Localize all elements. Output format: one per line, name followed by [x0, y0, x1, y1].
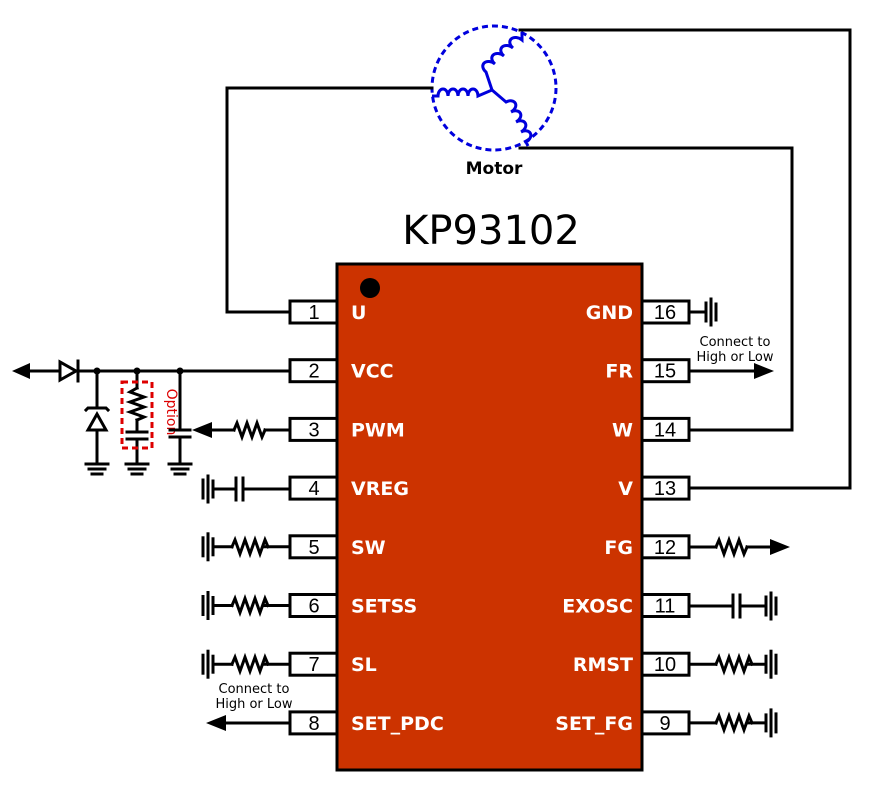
- wire-v: [518, 28, 852, 490]
- pin-number-8: 8: [308, 713, 319, 735]
- pin-label-4: VREG: [351, 478, 409, 500]
- motor-outline: [430, 24, 558, 152]
- pdc-arrow: [206, 715, 226, 731]
- chip-pins: 1 U 2 VCC 3 PWM 4 VREG 5 SW 6 SETSS 7 SL 8 SET_PDC 16 GND…: [288, 299, 691, 736]
- pin-number-7: 7: [308, 654, 319, 676]
- pin-label-10: RMST: [573, 654, 633, 676]
- pin-number-14: 14: [654, 419, 676, 441]
- wire-u: [225, 86, 434, 314]
- pin-label-5: SW: [351, 537, 386, 559]
- rmst-resistor-ground: [688, 649, 778, 679]
- pin-label-1: U: [351, 302, 366, 324]
- pin-number-2: 2: [308, 361, 319, 383]
- pin-label-16: GND: [586, 302, 633, 324]
- vcc-network: Option: [12, 359, 292, 476]
- pin-number-12: 12: [654, 537, 676, 559]
- motor-coil-u: [432, 87, 493, 99]
- sw-resistor-ground: [201, 532, 292, 562]
- pin-number-4: 4: [308, 478, 319, 500]
- pin-number-9: 9: [659, 713, 670, 735]
- pwm-resistor: [232, 418, 267, 442]
- pin-number-3: 3: [308, 419, 319, 441]
- wire-w: [518, 146, 794, 432]
- ground-symbol: [167, 462, 193, 476]
- pwm-arrow: [192, 422, 212, 438]
- fr-arrow: [754, 363, 774, 379]
- ground-symbol: [124, 462, 150, 476]
- pin-label-8: SET_PDC: [351, 713, 444, 735]
- resistor-ground-networks: [201, 532, 778, 738]
- exosc-cap: [688, 591, 778, 621]
- pin-number-6: 6: [308, 596, 319, 618]
- motor-coil-v: [491, 88, 533, 147]
- pin-label-3: PWM: [351, 419, 405, 441]
- pin-number-15: 15: [654, 361, 676, 383]
- fg-arrow: [770, 539, 790, 555]
- sl-resistor-ground: [201, 649, 292, 679]
- vcc-diode: [58, 359, 80, 383]
- pin-number-13: 13: [654, 478, 676, 500]
- pdc-output: Connect to High or Low: [206, 682, 293, 731]
- pin-label-2: VCC: [351, 361, 394, 383]
- ground-symbol: [84, 462, 110, 476]
- setfg-resistor-ground: [688, 708, 778, 738]
- pin1-dot: [360, 278, 380, 298]
- pin-label-13: V: [618, 478, 633, 500]
- motor: Motor: [430, 24, 558, 179]
- chip-title: KP93102: [402, 208, 580, 254]
- pin-label-7: SL: [351, 654, 377, 676]
- pdc-note-line2: High or Low: [215, 697, 292, 712]
- fr-output: Connect to High or Low: [688, 335, 774, 379]
- pin-label-12: FG: [604, 537, 633, 559]
- setss-resistor-ground: [201, 591, 292, 620]
- pin-label-15: FR: [605, 361, 633, 383]
- pin-number-5: 5: [308, 537, 319, 559]
- motor-label: Motor: [466, 159, 523, 179]
- option-resistor: [125, 385, 149, 422]
- pin-number-1: 1: [308, 302, 319, 324]
- fg-output: [688, 535, 790, 559]
- pin-label-9: SET_FG: [555, 713, 633, 735]
- vreg-cap: [201, 474, 292, 504]
- pwm-input: [192, 418, 292, 442]
- motor-coil-w: [481, 32, 524, 91]
- fr-note-line2: High or Low: [696, 350, 773, 365]
- pin-label-6: SETSS: [351, 596, 417, 618]
- pin-label-14: W: [612, 419, 633, 441]
- fr-note-line1: Connect to: [700, 335, 771, 350]
- pin-number-10: 10: [654, 654, 676, 676]
- pin-label-11: EXOSC: [562, 596, 633, 618]
- fg-resistor: [714, 535, 749, 559]
- zener-diode: [85, 410, 109, 432]
- pin-number-16: 16: [654, 302, 676, 324]
- pdc-note-line1: Connect to: [219, 682, 290, 697]
- chip-body: [335, 262, 644, 772]
- vcc-arrow: [12, 363, 30, 379]
- option-box: [120, 380, 154, 450]
- option-label: Option: [163, 389, 179, 436]
- pin-number-11: 11: [655, 596, 676, 618]
- gnd-symbol: [688, 297, 718, 327]
